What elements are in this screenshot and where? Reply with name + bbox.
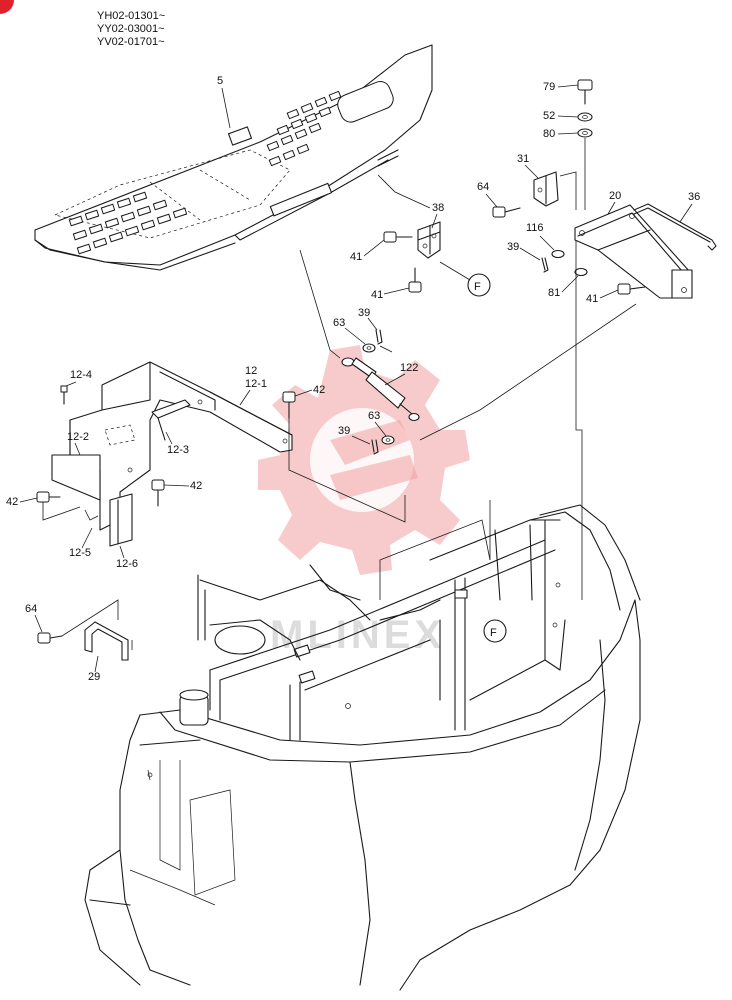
callout-81: 81 — [548, 287, 560, 299]
callout-12-1: 12-1 — [245, 378, 267, 390]
callout-31: 31 — [517, 153, 529, 165]
pin-39b — [375, 329, 383, 345]
hinge-bracket — [417, 221, 441, 259]
connection-marker-f-frame: F — [483, 619, 507, 643]
callout-64b: 64 — [25, 603, 37, 615]
callout-80: 80 — [543, 128, 555, 140]
screw-12-4 — [60, 385, 68, 405]
bolt-79 — [577, 79, 593, 105]
machine-frame — [84, 504, 641, 991]
washer-116 — [551, 249, 565, 259]
bolt-41c — [617, 283, 646, 295]
stay-rod-36 — [633, 203, 717, 251]
washer-63b — [381, 435, 395, 445]
connection-marker-f-top: F — [439, 261, 491, 297]
callout-39c: 39 — [338, 425, 350, 437]
washer-81 — [574, 267, 588, 277]
callout-122: 122 — [400, 362, 418, 374]
callout-12-2: 12-2 — [67, 431, 89, 443]
callout-41a: 41 — [350, 251, 362, 263]
bracket-31 — [533, 171, 559, 207]
bracket-12-3 — [151, 399, 191, 441]
pin-39a — [541, 257, 549, 273]
washer-63a — [362, 343, 376, 353]
callout-12-5: 12-5 — [69, 547, 91, 559]
callout-42b: 42 — [190, 480, 202, 492]
callout-41b: 41 — [371, 289, 383, 301]
callout-20: 20 — [609, 190, 621, 202]
bolt-42b — [151, 479, 165, 507]
washer-52 — [577, 112, 593, 122]
top-cover-panel — [34, 44, 433, 271]
bolt-64b — [37, 632, 63, 644]
callout-12-6: 12-6 — [116, 558, 138, 570]
callout-42a: 42 — [313, 384, 325, 396]
callout-64a: 64 — [477, 181, 489, 193]
corner-marker — [0, 0, 14, 14]
bolt-41b — [408, 267, 422, 293]
callout-39a: 39 — [507, 241, 519, 253]
serial-range-block: YH02-01301~ YY02-03001~ YV02-01701~ — [97, 10, 165, 48]
watermark-logo: MLINEX — [258, 345, 470, 657]
callout-36: 36 — [688, 191, 700, 203]
bolt-42c — [36, 491, 61, 503]
svg-text:F: F — [474, 281, 481, 293]
serial-range-3: YV02-01701~ — [97, 36, 165, 48]
callout-116: 116 — [526, 222, 544, 234]
callout-39b: 39 — [358, 307, 370, 319]
vent-slots-right — [266, 90, 342, 167]
bracket-12-6 — [109, 493, 133, 547]
callout-42c: 42 — [6, 496, 18, 508]
callout-52: 52 — [543, 110, 555, 122]
grab-handle-29 — [84, 621, 129, 661]
vent-slots-left — [68, 191, 188, 255]
serial-range-2: YY02-03001~ — [97, 23, 165, 35]
bolt-64a — [492, 206, 521, 218]
serial-range-1: YH02-01301~ — [97, 10, 165, 22]
callout-63a: 63 — [333, 317, 345, 329]
callout-38: 38 — [432, 202, 444, 214]
callout-12-3: 12-3 — [167, 444, 189, 456]
bolt-42a — [282, 391, 296, 419]
support-bracket-20 — [574, 204, 693, 299]
svg-text:F: F — [490, 627, 497, 639]
callout-5: 5 — [217, 75, 223, 87]
bracket-assembly-12 — [51, 361, 293, 531]
washer-80 — [577, 128, 593, 138]
pin-39c — [371, 439, 379, 455]
callout-12: 12 — [245, 365, 257, 377]
callout-79: 79 — [543, 81, 555, 93]
bolt-41a — [383, 231, 413, 243]
callout-41c: 41 — [586, 293, 598, 305]
callout-29: 29 — [88, 671, 100, 683]
gas-strut-122 — [341, 357, 420, 422]
callout-63b: 63 — [368, 410, 380, 422]
callout-12-4: 12-4 — [70, 369, 92, 381]
